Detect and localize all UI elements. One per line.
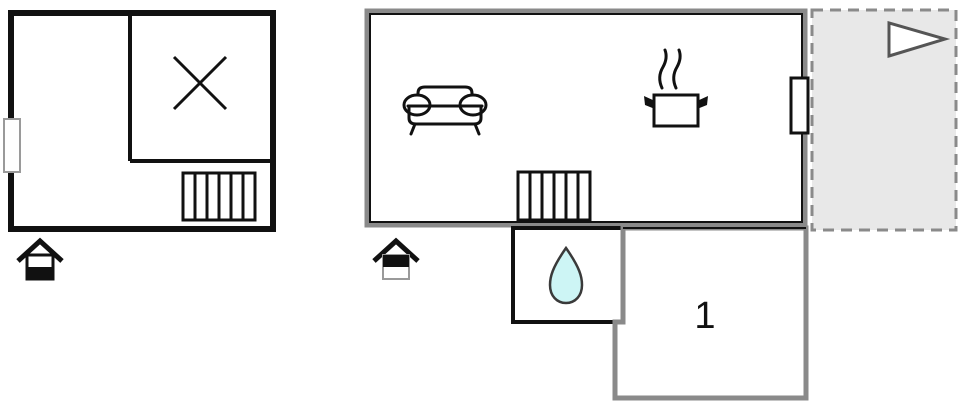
upper-floor-plan[interactable]: 1 (364, 8, 958, 401)
house-ground-floor-icon (16, 237, 64, 281)
water-drop-icon (548, 245, 584, 305)
window-right-exterior-icon (789, 76, 810, 135)
x-cross-icon (172, 55, 228, 111)
window-left-exterior-icon (3, 118, 21, 173)
house-upper-floor-icon (372, 237, 420, 280)
ground-floor-plan[interactable] (3, 10, 276, 281)
staircase-upper-icon (516, 170, 592, 222)
bedroom-1-number-label: 1 (694, 295, 715, 337)
staircase-ground-icon (181, 171, 257, 222)
bedroom-1-room[interactable] (612, 225, 809, 401)
view-direction-triangle-icon (887, 21, 951, 59)
sofa-icon (402, 85, 488, 136)
terrace-area[interactable] (810, 8, 958, 232)
cooking-pot-icon (644, 48, 708, 128)
